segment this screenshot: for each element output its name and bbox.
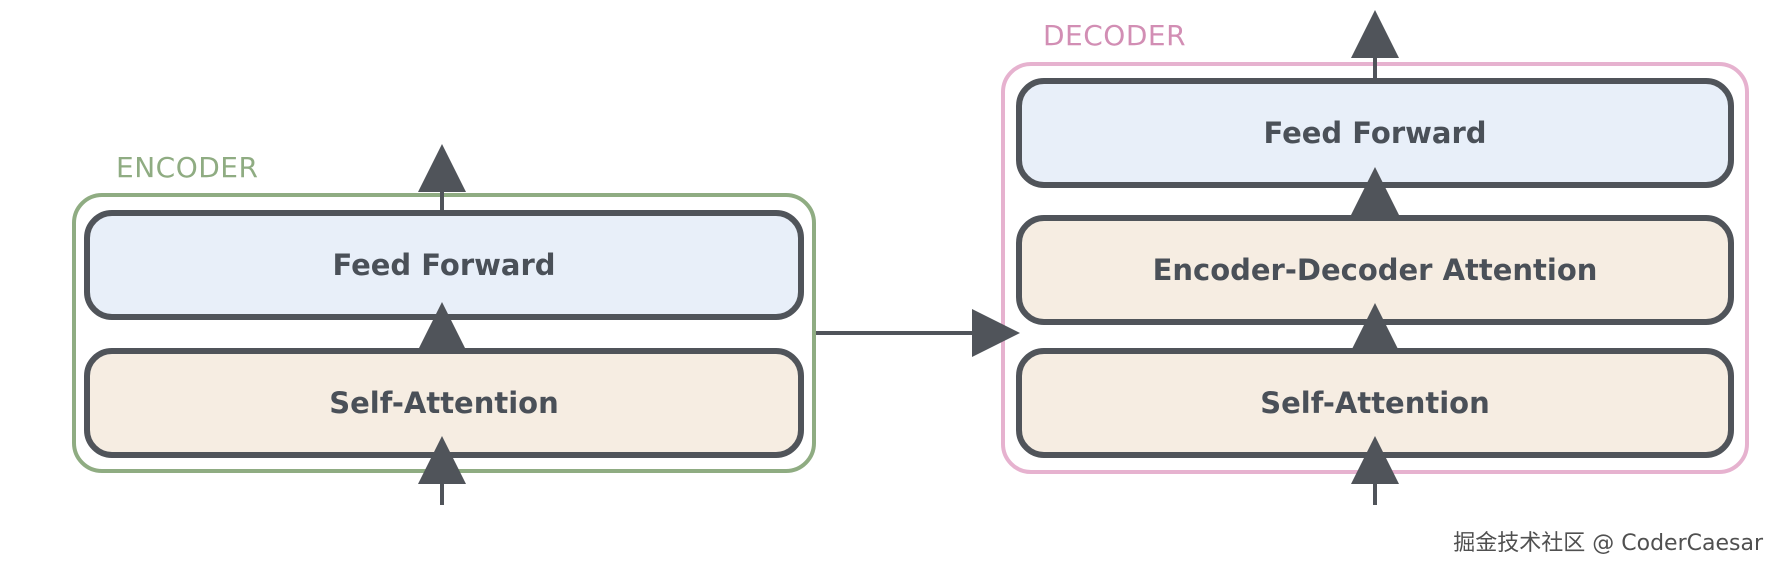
decoder-title: DECODER [1043, 19, 1187, 52]
decoder-self-attention-label: Self-Attention [1260, 385, 1490, 420]
encoder-self-attention-label: Self-Attention [329, 385, 559, 420]
decoder-encoder-decoder-attention-label: Encoder-Decoder Attention [1152, 252, 1598, 287]
encoder-feed-forward-label: Feed Forward [332, 247, 556, 282]
watermark-text: 掘金技术社区 @ CoderCaesar [1453, 531, 1763, 556]
decoder-feed-forward-label: Feed Forward [1263, 115, 1487, 150]
encoder-title: ENCODER [116, 151, 259, 184]
